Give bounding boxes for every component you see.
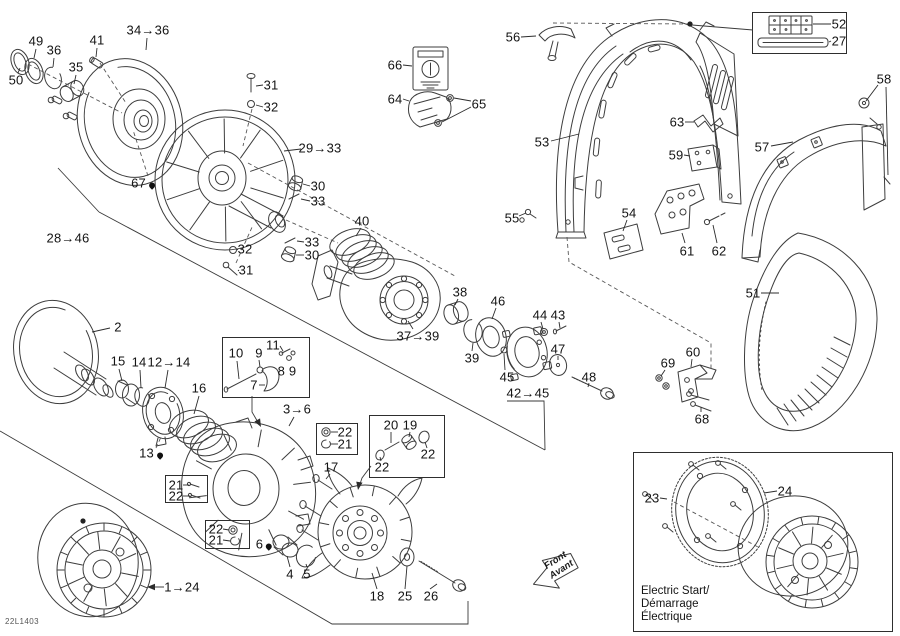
electric-start-label: Electric Start/ Démarrage Électrique xyxy=(641,585,710,624)
callout-65: 65 xyxy=(471,96,487,112)
callout-21: 21 xyxy=(208,532,224,548)
callout-9: 9 xyxy=(255,345,263,361)
callout-31: 31 xyxy=(238,262,254,278)
callout-57: 57 xyxy=(754,139,770,155)
callout-69: 69 xyxy=(660,355,676,371)
callout-54: 54 xyxy=(621,205,637,221)
oil-drop-icon xyxy=(155,451,165,460)
part-bracket-56 xyxy=(538,26,576,61)
callout-30: 30 xyxy=(304,247,320,263)
callout-3-6: 3→6 xyxy=(282,401,312,417)
callout-55: 55 xyxy=(504,210,520,226)
callout-64: 64 xyxy=(387,91,403,107)
callout-50: 50 xyxy=(8,72,24,88)
group-box xyxy=(752,12,847,54)
part-guard-cover-57 xyxy=(741,123,887,263)
part-bracket-59 xyxy=(687,144,722,172)
oil-drop-icon xyxy=(147,181,157,190)
callout-68: 68 xyxy=(694,411,710,427)
callout-15: 15 xyxy=(110,353,126,369)
callout-1-24: 1→24 xyxy=(164,579,200,595)
callout-22: 22 xyxy=(374,459,390,475)
callout-7: 7 xyxy=(250,377,258,393)
callout-29-33: 29→33 xyxy=(298,140,342,156)
callout-52: 52 xyxy=(831,16,847,32)
callout-41: 41 xyxy=(89,32,105,48)
callout-2: 2 xyxy=(114,319,122,335)
callout-24: 24 xyxy=(777,483,793,499)
callout-38: 38 xyxy=(452,284,468,300)
callout-19: 19 xyxy=(402,417,418,433)
callout-51: 51 xyxy=(745,285,761,301)
part-belt-guard-53 xyxy=(555,19,742,239)
callout-59: 59 xyxy=(668,147,684,163)
callout-48: 48 xyxy=(581,369,597,385)
callout-63: 63 xyxy=(669,114,685,130)
oil-drop-icon xyxy=(264,542,274,551)
callout-26: 26 xyxy=(423,588,439,604)
callout-49: 49 xyxy=(28,33,44,49)
callout-23: 23 xyxy=(644,490,660,506)
callout-56: 56 xyxy=(505,29,521,45)
callout-11: 11 xyxy=(266,337,280,353)
callout-66: 66 xyxy=(387,57,403,73)
callout-46: 46 xyxy=(490,293,506,309)
callout-18: 18 xyxy=(369,588,385,604)
callout-37-39: 37→39 xyxy=(396,328,440,344)
callout-53: 53 xyxy=(534,134,550,150)
part-bolt-62 xyxy=(703,212,726,226)
callout-35: 35 xyxy=(68,59,84,75)
callout-22: 22 xyxy=(420,446,436,462)
callout-36: 36 xyxy=(46,42,62,58)
callout-42-45: 42→45 xyxy=(506,385,550,401)
callout-25: 25 xyxy=(397,588,413,604)
part-bracket-61 xyxy=(654,183,705,235)
callout-43: 43 xyxy=(550,307,566,323)
callout-67: 67 xyxy=(131,177,157,190)
callout-17: 17 xyxy=(323,459,339,475)
callout-62: 62 xyxy=(711,243,727,259)
callout-8-9: 8 9 xyxy=(277,363,297,379)
callout-27: 27 xyxy=(831,33,847,49)
part-clip-63 xyxy=(693,114,724,133)
part-sliding-sheave xyxy=(76,58,184,186)
front-arrow-shape xyxy=(532,552,579,589)
callout-6: 6 xyxy=(256,538,274,551)
callout-44: 44 xyxy=(532,307,548,323)
decal-27 xyxy=(757,37,829,48)
callout-14: 14 xyxy=(131,354,147,370)
callout-4: 4 xyxy=(286,566,294,582)
part-drive-belt-51 xyxy=(744,232,878,432)
callout-20: 20 xyxy=(383,417,399,433)
callout-16: 16 xyxy=(191,380,207,396)
callout-45: 45 xyxy=(499,369,515,385)
callout-39: 39 xyxy=(464,350,480,366)
callout-12-14: 12→14 xyxy=(147,354,191,370)
callout-13: 13 xyxy=(139,447,165,460)
callout-33: 33 xyxy=(310,193,326,209)
figure-code: 22L1403 xyxy=(5,617,39,626)
callout-21: 21 xyxy=(337,436,353,452)
callout-61: 61 xyxy=(679,243,695,259)
callout-40: 40 xyxy=(354,213,370,229)
callout-60: 60 xyxy=(685,344,701,360)
callout-34-36: 34→36 xyxy=(126,22,170,38)
callout-28-46: 28→46 xyxy=(46,230,90,246)
callout-47: 47 xyxy=(550,341,566,357)
callout-31: 31 xyxy=(263,77,279,93)
callout-30: 30 xyxy=(310,178,326,194)
callout-10: 10 xyxy=(228,345,244,361)
warning-decal-66 xyxy=(412,46,449,91)
callout-5: 5 xyxy=(303,566,311,582)
callout-58: 58 xyxy=(876,71,892,87)
decal-52 xyxy=(768,15,813,35)
callout-32: 32 xyxy=(263,99,279,115)
callout-32: 32 xyxy=(237,241,253,257)
electric-start-box: Electric Start/ Démarrage Électrique xyxy=(633,452,893,632)
callout-22: 22 xyxy=(168,488,184,504)
part-hardware-58 xyxy=(858,97,891,185)
